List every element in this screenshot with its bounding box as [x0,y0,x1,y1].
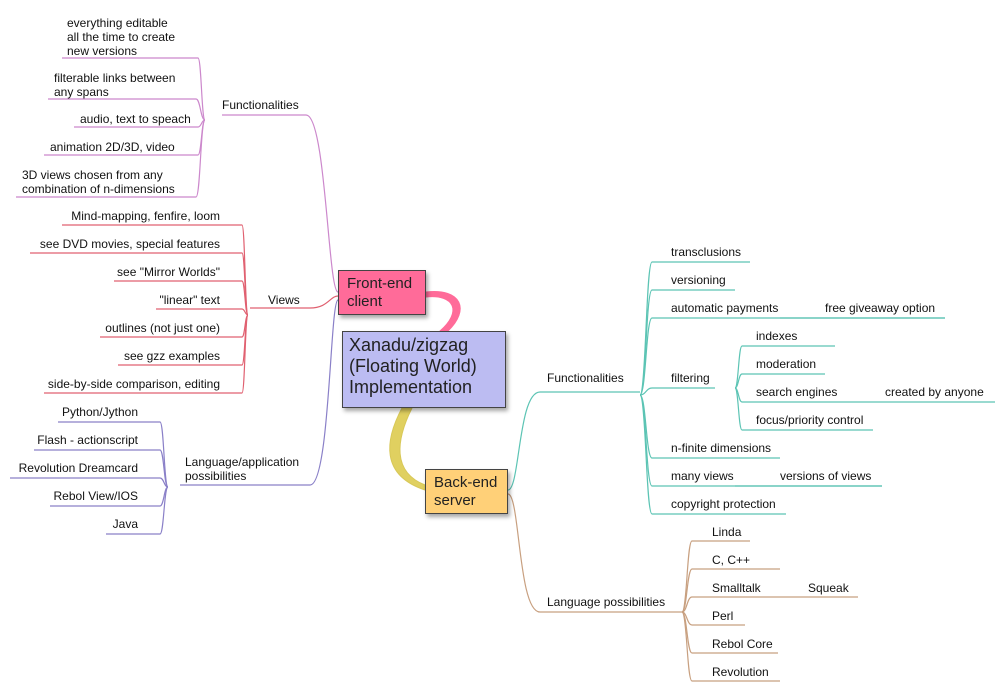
front-functionality-link [62,57,206,121]
back-language-item[interactable]: C, C++ [712,553,751,567]
back-language-link [681,596,858,613]
root-line: Implementation [349,377,473,397]
front-language-item[interactable]: Flash - actionscript [37,433,138,447]
view-item[interactable]: "linear" text [159,293,220,307]
back-language-link [681,611,780,682]
front-functionality-item[interactable]: animation 2D/3D, video [50,140,175,154]
front-end-node[interactable]: Front-end client [338,270,426,315]
item-line: 3D views chosen from any [22,168,163,182]
branch-line: Language/application [185,455,300,469]
branch-line: possibilities [185,469,247,483]
front-language-link [10,477,169,488]
filtering-item[interactable]: search engines [756,385,838,399]
front-language-item[interactable]: Rebol View/IOS [53,489,139,503]
back-language-subitem[interactable]: Squeak [808,581,849,595]
front-languages-link [180,299,339,486]
back-language-item[interactable]: Smalltalk [712,581,761,595]
back-language-item[interactable]: Linda [712,525,742,539]
item-line: new versions [67,44,138,58]
back-language-link [681,568,780,613]
filtering-item[interactable]: focus/priority control [756,413,864,427]
view-link [114,280,249,316]
front-language-link [106,486,169,535]
root-back-connector [389,407,426,491]
front-functionalities-branch[interactable]: Functionalities [222,98,299,112]
back-functionality-item[interactable]: versioning [671,273,726,287]
front-functionalities-link [222,114,339,293]
front-language-item[interactable]: Python/Jython [61,405,138,419]
front-functionality-link [16,119,206,198]
back-functionality-link [639,394,786,515]
back-languages-link [507,493,682,613]
back-end-line: Back-end [434,474,498,491]
back-end-line: server [434,492,476,509]
back-language-item[interactable]: Rebol Core [712,637,773,651]
view-item[interactable]: see "Mirror Worlds" [117,265,220,279]
back-language-item[interactable]: Revolution [712,665,769,679]
view-item[interactable]: side-by-side comparison, editing [47,377,220,391]
root-front-connector [425,291,461,332]
front-functionality-item[interactable]: 3D views chosen from any combination of … [22,168,175,196]
front-language-item[interactable]: Revolution Dreamcard [18,461,138,475]
filtering-subitem[interactable]: created by anyone [885,385,984,399]
item-line: any spans [54,85,109,99]
view-item[interactable]: see gzz examples [123,349,220,363]
front-views-link [250,295,339,309]
front-languages-branch[interactable]: Language/application possibilities [185,455,299,483]
back-functionality-item[interactable]: automatic payments [671,301,779,315]
view-item[interactable]: Mind-mapping, fenfire, loom [71,209,220,223]
view-link [44,314,249,394]
item-line: combination of n-dimensions [22,182,175,196]
back-language-link [681,540,750,613]
front-language-link [34,449,169,488]
front-functionality-item[interactable]: audio, text to speach [80,112,191,126]
front-end-line: client [347,293,383,310]
front-end-line: Front-end [347,275,413,292]
filtering-link [734,387,873,431]
back-language-item[interactable]: Perl [712,609,734,623]
front-functionality-item[interactable]: filterable links between any spans [54,71,175,99]
view-link [156,308,249,316]
filtering-link [734,345,835,389]
back-functionality-subitem[interactable]: free giveaway option [825,301,936,315]
item-line: all the time to create [67,30,176,44]
root-line: Xanadu/zigzag [349,335,469,355]
back-functionality-item[interactable]: many views [671,469,734,483]
filtering-item[interactable]: indexes [756,329,798,343]
filtering-item[interactable]: moderation [756,357,817,371]
back-functionality-item[interactable]: copyright protection [671,497,776,511]
front-functionality-link [48,98,206,121]
back-functionality-item[interactable]: transclusions [671,245,742,259]
back-end-node[interactable]: Back-end server [425,469,508,514]
back-functionality-subitem[interactable]: versions of views [780,469,872,483]
back-functionality-item[interactable]: n-finite dimensions [671,441,772,455]
back-functionalities-link [507,391,640,491]
root-node[interactable]: Xanadu/zigzag (Floating World) Implement… [342,331,506,408]
filtering-link [734,373,825,389]
back-functionalities-branch[interactable]: Functionalities [547,371,624,385]
back-functionality-link [639,317,945,396]
item-line: everything editable [67,16,168,30]
front-language-link [58,421,169,488]
view-item[interactable]: outlines (not just one) [105,321,220,335]
back-languages-branch[interactable]: Language possibilities [547,595,666,609]
root-line: (Floating World) [349,356,477,376]
view-item[interactable]: see DVD movies, special features [39,237,220,251]
front-language-item[interactable]: Java [112,517,138,531]
views-branch[interactable]: Views [268,293,300,307]
back-functionality-link [639,387,715,396]
back-functionality-item[interactable]: filtering [671,371,710,385]
front-functionality-item[interactable]: everything editable all the time to crea… [67,16,175,58]
item-line: filterable links between [54,71,176,85]
